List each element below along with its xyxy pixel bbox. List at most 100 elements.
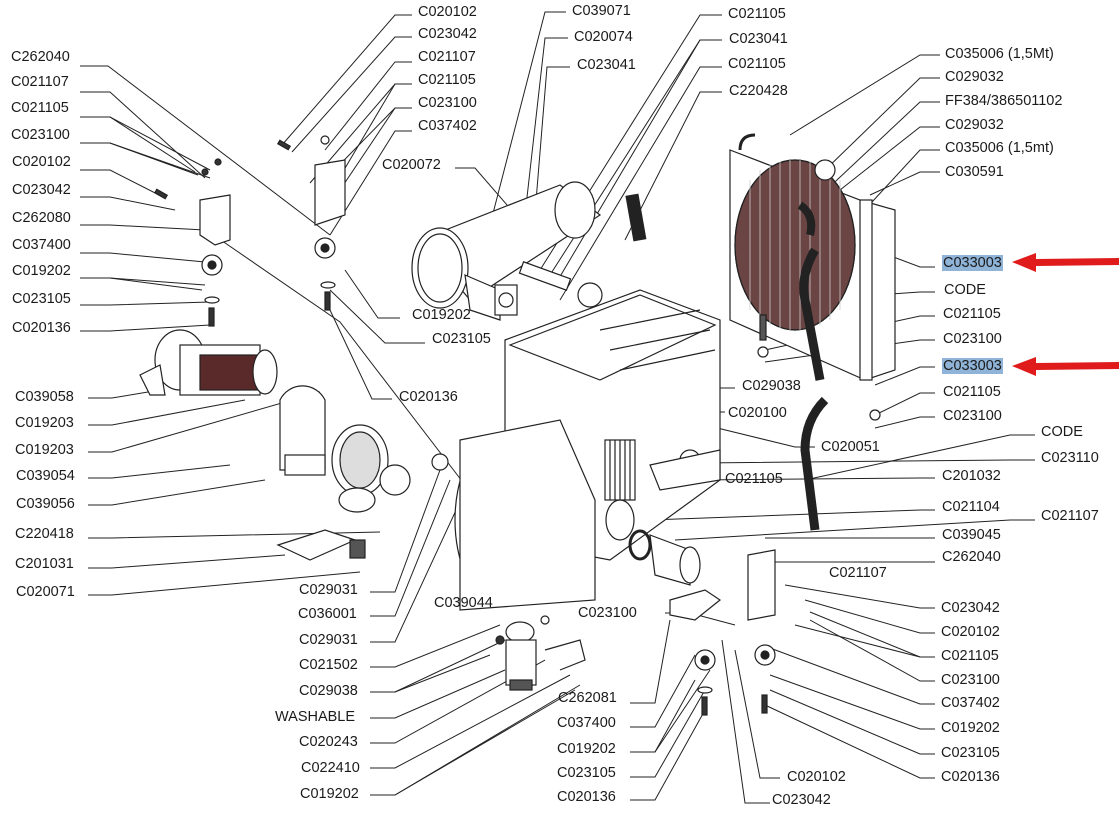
part-label: C262081	[558, 690, 617, 706]
part-label: C039058	[15, 389, 74, 405]
part-label: C039045	[942, 527, 1001, 543]
part-label: C019202	[412, 307, 471, 323]
part-label: C220418	[15, 526, 74, 542]
left-engine-mount	[153, 158, 231, 327]
part-label: C023100	[941, 672, 1000, 688]
part-label: C020102	[12, 154, 71, 170]
part-label: C019202	[12, 263, 71, 279]
exhaust-muffler	[411, 181, 602, 321]
part-label: WASHABLE	[275, 709, 356, 725]
part-label: C020100	[728, 405, 787, 421]
part-label: C020074	[574, 29, 633, 45]
highlighted-part-code[interactable]: C033003	[942, 255, 1003, 271]
part-label: C019203	[15, 415, 74, 431]
part-label: C023041	[729, 31, 788, 47]
part-label: C039054	[16, 468, 75, 484]
part-label: C020051	[821, 439, 880, 455]
part-label: C029031	[299, 632, 358, 648]
highlighted-part-label[interactable]: C033003	[942, 358, 1003, 374]
part-label: C262040	[11, 49, 70, 65]
part-label: CODE	[1041, 424, 1083, 440]
part-label: C020102	[787, 769, 846, 785]
part-label: C021105	[728, 6, 786, 22]
right-engine-mounts	[669, 549, 776, 716]
part-label: C037402	[418, 118, 477, 134]
part-label: C023105	[432, 331, 491, 347]
part-label: C262040	[942, 549, 1001, 565]
part-label: C201032	[942, 468, 1001, 484]
part-label: C021105	[728, 56, 786, 72]
part-label: C021105	[943, 384, 1001, 400]
air-filter-assembly	[139, 329, 449, 561]
part-label: C262080	[12, 210, 71, 226]
part-label: C021107	[418, 49, 476, 65]
part-label: C019203	[15, 442, 74, 458]
part-label: C023100	[418, 95, 477, 111]
part-label: C020136	[12, 320, 71, 336]
part-label: C020243	[299, 734, 358, 750]
highlighted-part-label[interactable]: C033003	[942, 255, 1003, 271]
part-label: C019202	[300, 786, 359, 802]
part-label: C220428	[729, 83, 788, 99]
part-label: C023042	[941, 600, 1000, 616]
part-label: C029031	[299, 582, 358, 598]
part-label: C020102	[418, 4, 477, 20]
part-label: CODE	[944, 282, 986, 298]
top-left-engine-mount	[276, 135, 346, 311]
part-label: C023100	[943, 408, 1002, 424]
red-arrow-left-icon	[1012, 357, 1119, 376]
part-label: C021105	[11, 100, 69, 116]
part-label: C036001	[298, 606, 357, 622]
part-label: C021105	[725, 471, 783, 487]
radiator	[625, 133, 896, 531]
part-label: C020136	[557, 789, 616, 805]
part-label: C021502	[299, 657, 358, 673]
part-label: C020102	[941, 624, 1000, 640]
engine-block	[454, 282, 721, 611]
part-label: C020072	[382, 157, 441, 173]
part-label: C039056	[16, 496, 75, 512]
part-label: C022410	[301, 760, 360, 776]
part-label: C029038	[299, 683, 358, 699]
red-arrows	[1012, 253, 1119, 376]
part-label: C037402	[941, 695, 1000, 711]
part-label: C020136	[941, 769, 1000, 785]
leader-lines	[80, 11, 1035, 804]
part-label: C023105	[12, 291, 71, 307]
part-label: C023100	[11, 127, 70, 143]
part-label: C201031	[15, 556, 74, 572]
part-label: C023105	[557, 765, 616, 781]
part-label: FF384/386501102	[945, 93, 1063, 109]
part-label: C021105	[941, 648, 999, 664]
part-label: C035006 (1,5Mt)	[945, 46, 1054, 62]
part-label: C021107	[1041, 508, 1099, 524]
part-label: C039044	[434, 595, 493, 611]
part-label: C021105	[418, 72, 476, 88]
part-label: C023042	[12, 182, 71, 198]
part-label: C029032	[945, 69, 1004, 85]
part-label: C029032	[945, 117, 1004, 133]
red-arrow-left-icon	[1012, 253, 1119, 272]
part-label: C021105	[943, 306, 1001, 322]
part-label: C021104	[942, 499, 1000, 515]
part-label: C030591	[945, 164, 1004, 180]
part-label: C023041	[577, 57, 636, 73]
part-label: C023100	[943, 331, 1002, 347]
part-label: C023110	[1041, 450, 1099, 466]
part-label: C023042	[418, 26, 477, 42]
fuel-filter	[495, 615, 586, 691]
part-label: C021107	[11, 74, 69, 90]
part-label: C035006 (1,5mt)	[945, 140, 1054, 156]
part-label: C037400	[557, 715, 616, 731]
part-label: C023100	[578, 605, 637, 621]
part-label: C029038	[742, 378, 801, 394]
part-label: C020071	[16, 584, 75, 600]
part-label: C023042	[772, 792, 831, 808]
part-label: C019202	[941, 720, 1000, 736]
highlighted-part-code[interactable]: C033003	[942, 358, 1003, 374]
part-label: C023105	[941, 745, 1000, 761]
part-label: C037400	[12, 237, 71, 253]
part-label: C021107	[829, 565, 887, 581]
part-label: C039071	[572, 3, 631, 19]
